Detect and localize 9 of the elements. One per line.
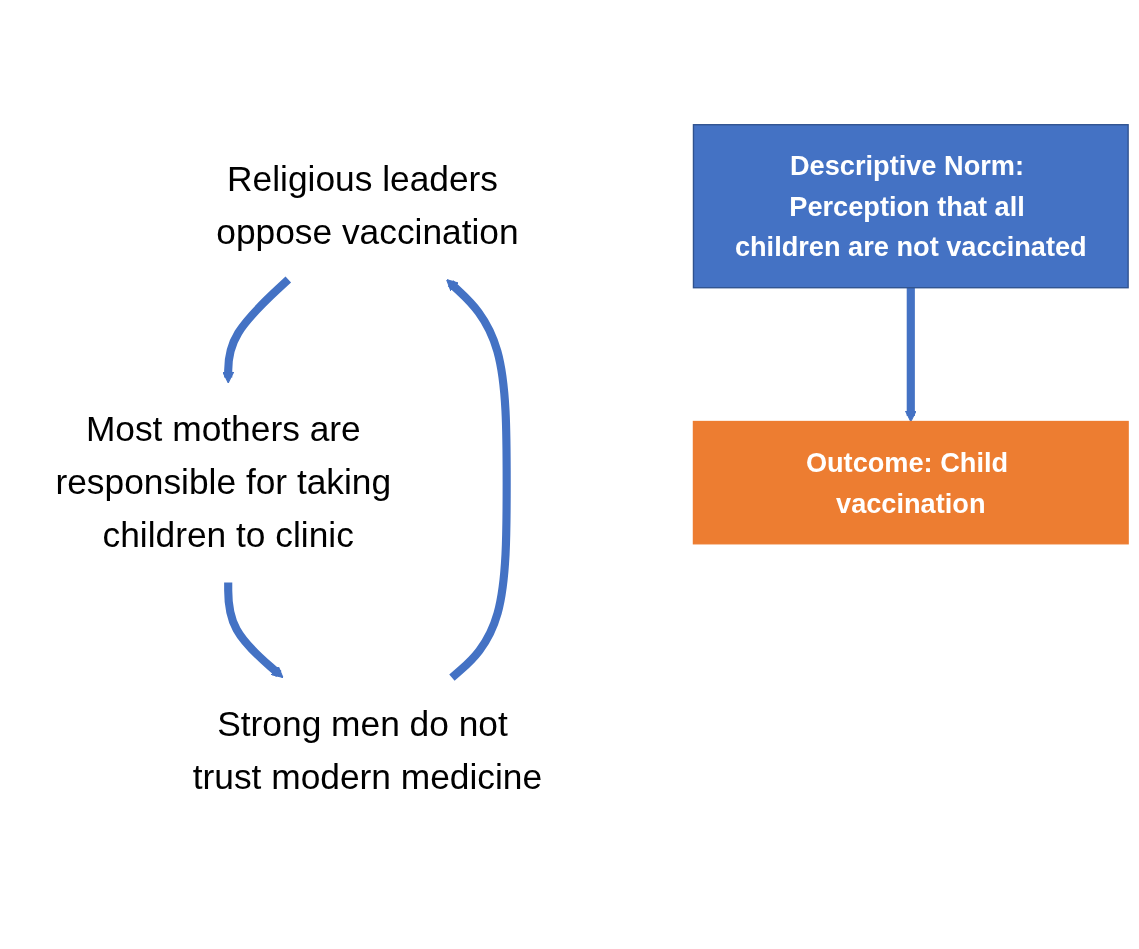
node-box: Descriptive Norm: Perception that all children are not vaccinated xyxy=(692,124,1129,289)
node-text: Most mothers are responsible for taking children to clinic xyxy=(55,408,392,556)
node-text: Religious leaders oppose vaccination xyxy=(216,158,519,253)
arrow xyxy=(904,287,917,423)
arrow xyxy=(222,276,292,384)
arrow xyxy=(224,582,284,679)
arrow xyxy=(446,279,511,681)
node-text: Strong men do not trust modern medicine xyxy=(192,703,543,798)
node-box: Outcome: Child vaccination xyxy=(692,420,1129,545)
